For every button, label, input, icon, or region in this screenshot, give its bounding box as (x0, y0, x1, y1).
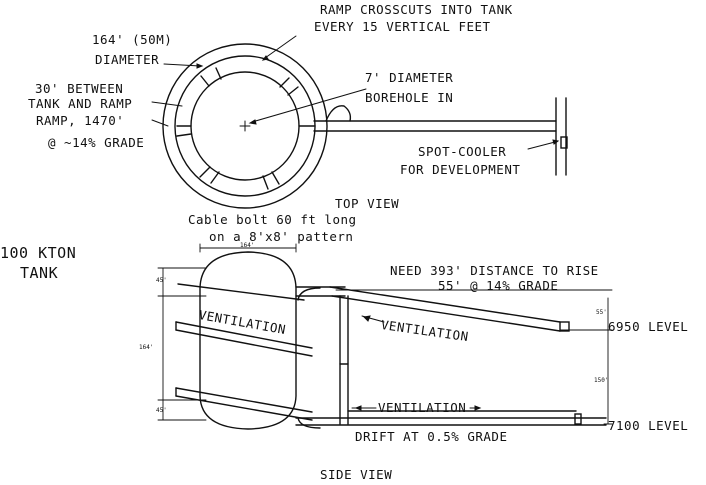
top-view-plan (162, 43, 568, 209)
dim-top-clearance: 45' (156, 277, 167, 284)
dim-tank-width: 164' (240, 242, 255, 249)
gap-note-line2: TANK AND RAMP (28, 96, 133, 111)
borehole-note-line2: BOREHOLE IN (365, 90, 454, 105)
spot-cooler-box (560, 136, 568, 149)
diameter-note-line1: 164' (50M) (92, 32, 173, 47)
dim-tank-height: 164' (139, 344, 154, 351)
tank-center-mark (239, 120, 251, 132)
side-dimensions (157, 243, 613, 425)
diameter-note-line2: DIAMETER (95, 52, 160, 67)
tank-section-body (199, 251, 297, 430)
ventilation-drift-label: VENTILATION (378, 400, 467, 415)
cooler-note-line1: SPOT-COOLER (418, 144, 507, 159)
borehole-bulge (325, 105, 352, 122)
level-6950-label: 6950 LEVEL (608, 319, 689, 334)
side-arrows (351, 315, 482, 411)
level-7100-label: 7100 LEVEL (608, 418, 689, 433)
crosscuts-note-line2: EVERY 15 VERTICAL FEET (314, 19, 491, 34)
dim-level-spacing: 150' (594, 377, 609, 384)
gap-note-line1: 30' BETWEEN (35, 81, 124, 96)
dim-bottom-clearance: 45' (156, 407, 167, 414)
cable-bolt-note-line2: on a 8'x8' pattern (209, 229, 354, 244)
crosscuts-note-line1: RAMP CROSSCUTS INTO TANK (320, 2, 513, 17)
ramp-outer-ring (162, 43, 328, 209)
tank-capacity-line2: TANK (20, 264, 59, 282)
rise-note-line2: 55' @ 14% GRADE (438, 278, 559, 293)
cable-bolt-note-line1: Cable bolt 60 ft long (188, 212, 357, 227)
top-view-title: TOP VIEW (335, 196, 400, 211)
borehole-note-line1: 7' DIAMETER (365, 70, 454, 85)
ramp-note-line1: RAMP, 1470' (36, 113, 125, 128)
side-view-section (175, 251, 607, 430)
rise-note-line1: NEED 393' DISTANCE TO RISE (390, 263, 599, 278)
top-view-leaders (151, 35, 560, 150)
ramp-note-line2: @ ~14% GRADE (48, 135, 145, 150)
dim-upper-gap: 55' (596, 309, 607, 316)
side-view-title: SIDE VIEW (320, 467, 393, 482)
tank-capacity-line1: 100 KTON (0, 244, 77, 262)
drift-grade-note: DRIFT AT 0.5% GRADE (355, 429, 508, 444)
ramp-crosscuts (176, 67, 316, 190)
cooler-note-line2: FOR DEVELOPMENT (400, 162, 521, 177)
